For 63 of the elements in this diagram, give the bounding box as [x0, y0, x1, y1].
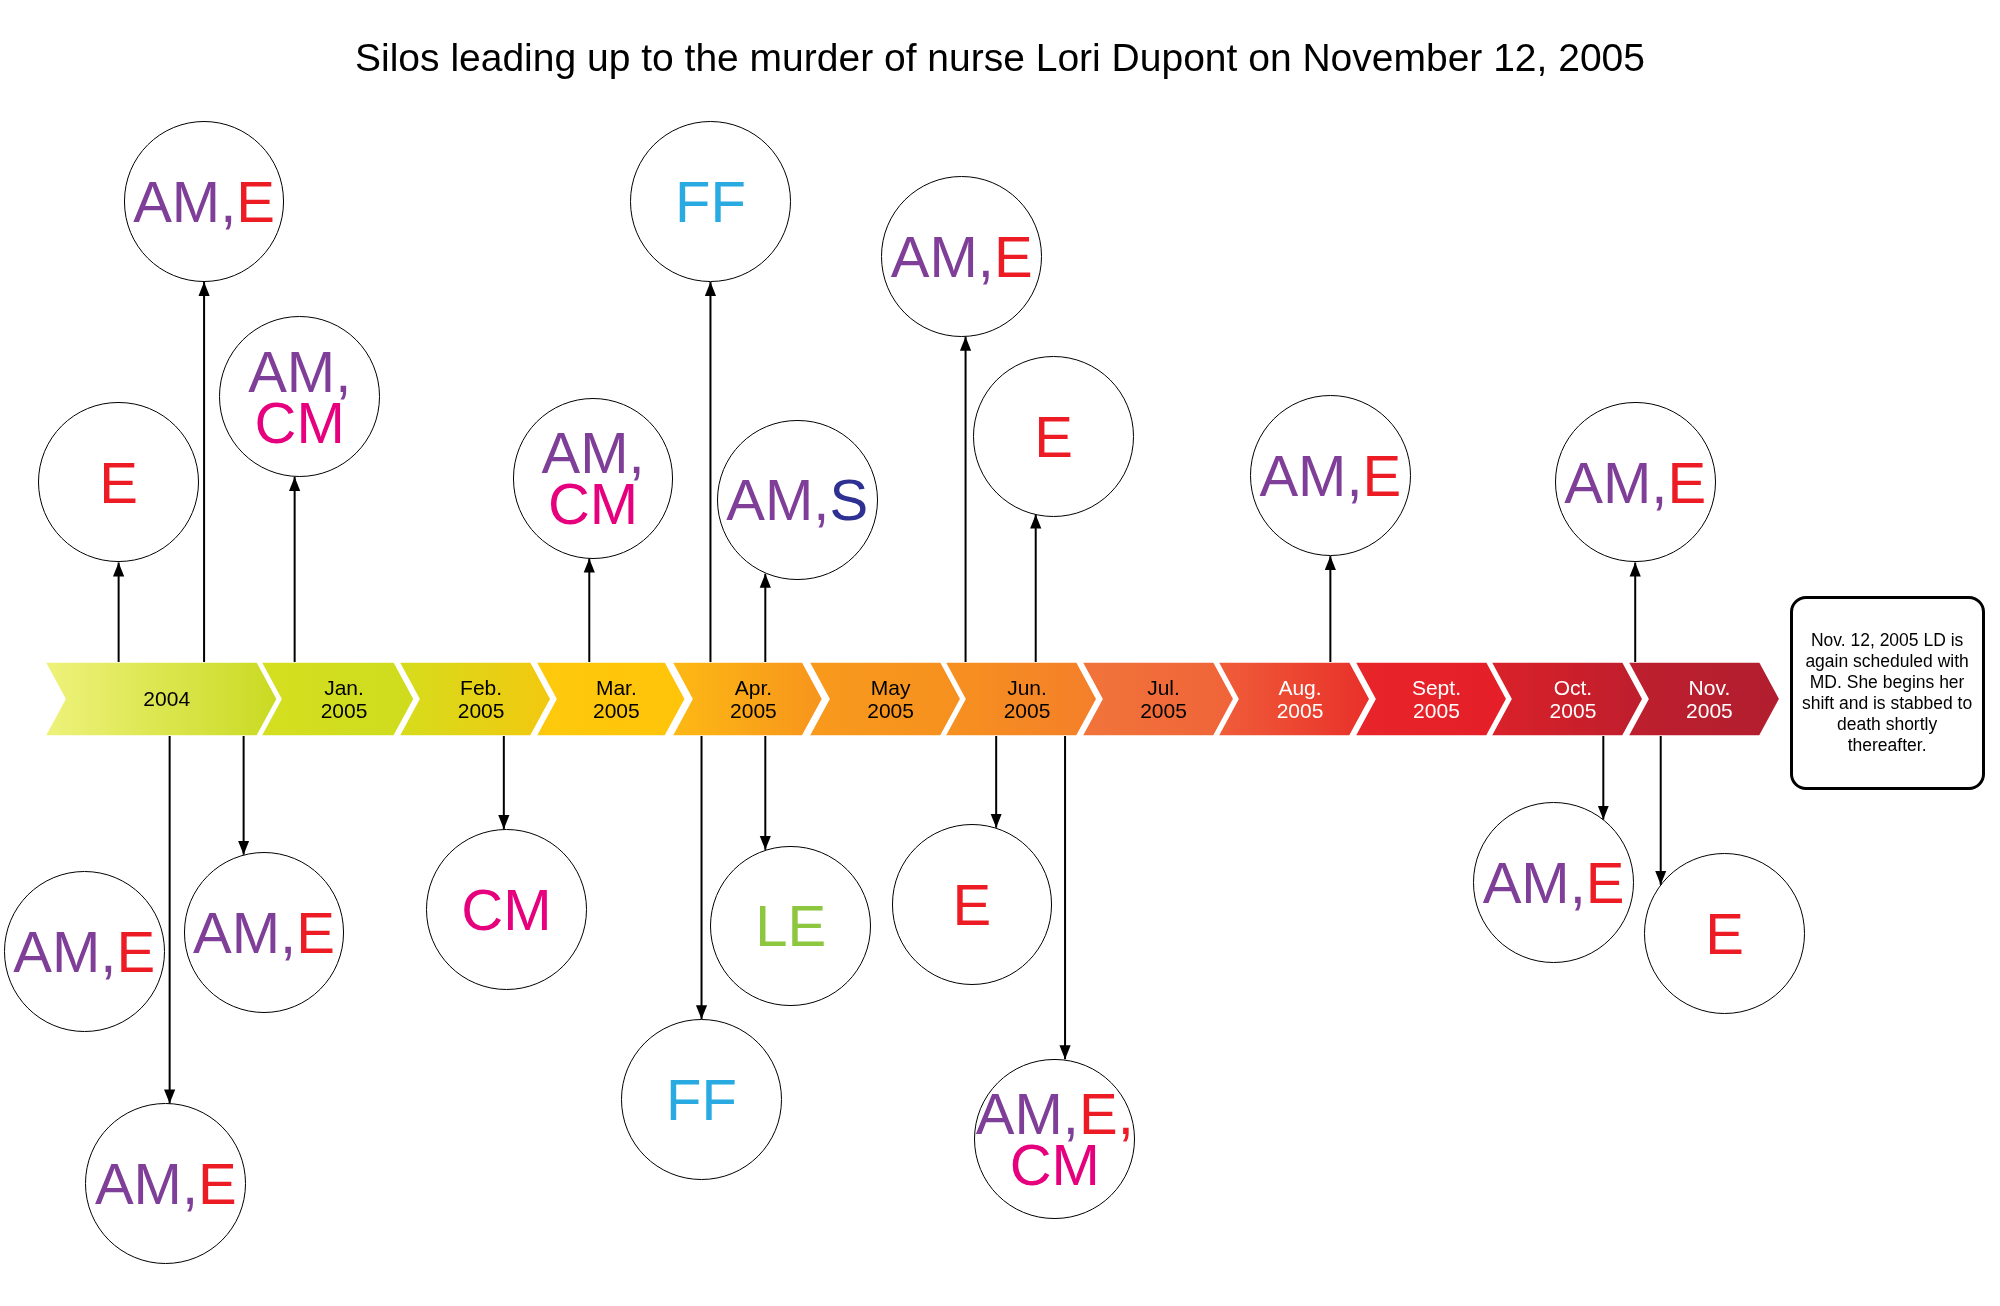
month-label: Jan. 2005	[319, 675, 368, 723]
note-text: Nov. 12, 2005 LD is again scheduled with MD. She begins her shift and is stabbed to death shortly thereafter.	[1800, 629, 1974, 756]
arrow	[164, 734, 176, 1105]
arrow	[1597, 734, 1609, 821]
month-label: 2004	[142, 687, 191, 711]
event-code: LE	[755, 900, 827, 952]
event-code: AM,E	[1482, 857, 1625, 909]
event-code: AM,E	[13, 926, 156, 978]
arrow	[198, 280, 210, 663]
arrow	[1030, 513, 1042, 663]
event-code: FF	[675, 176, 746, 228]
arrow	[498, 734, 510, 831]
timeline-segment	[945, 662, 1097, 736]
arrow	[1059, 734, 1071, 1061]
timeline-segment	[1354, 662, 1507, 736]
timeline-segment	[261, 662, 415, 736]
arrow	[704, 280, 717, 663]
note-box	[1789, 595, 1985, 790]
event-code: AM,E	[94, 1158, 237, 1210]
timeline-segment	[535, 662, 685, 736]
timeline-segment	[1491, 662, 1643, 736]
month-label: Mar. 2005	[591, 675, 640, 723]
timeline-segment	[44, 662, 277, 736]
month-label: Jul. 2005	[1139, 675, 1187, 723]
month-label: May 2005	[866, 675, 914, 723]
arrow	[759, 572, 771, 663]
event-code: E	[99, 456, 138, 508]
month-label: Apr. 2005	[729, 675, 777, 723]
month-label: Jun. 2005	[1002, 675, 1051, 723]
timeline-segment	[1218, 662, 1370, 736]
arrow	[1655, 734, 1667, 886]
arrow	[1629, 561, 1641, 663]
arrow	[113, 561, 125, 663]
event-code: E	[952, 878, 992, 930]
timeline-segment	[808, 662, 961, 736]
timeline-segment	[399, 662, 551, 736]
arrow	[695, 734, 708, 1021]
arrow	[583, 557, 595, 663]
month-label: Oct. 2005	[1548, 675, 1597, 723]
arrow	[759, 734, 771, 851]
title: Silos leading up to the murder of nurse Lori Dupont on November 12, 2005	[355, 36, 1645, 80]
timeline-segment	[672, 662, 823, 736]
month-label: Nov. 2005	[1685, 675, 1733, 723]
arrow	[289, 475, 301, 663]
event-code: AM,E, CM	[975, 1088, 1134, 1191]
event-code: AM, CM	[541, 427, 645, 530]
month-label: Feb. 2005	[456, 675, 505, 723]
timeline-segment	[1081, 662, 1234, 736]
arrow	[1324, 555, 1336, 663]
arrow	[990, 734, 1002, 829]
arrow	[959, 335, 972, 663]
event-code: AM, CM	[248, 345, 352, 448]
timeline-segment	[1627, 662, 1780, 736]
event-code: E	[1034, 410, 1073, 462]
arrow	[238, 734, 250, 856]
event-code: AM,E	[1259, 450, 1402, 502]
event-code: FF	[666, 1073, 737, 1125]
event-code: AM,S	[726, 474, 869, 526]
month-label: Aug. 2005	[1275, 675, 1324, 723]
event-code: CM	[461, 883, 552, 935]
month-label: Sept. 2005	[1410, 675, 1461, 723]
event-code: AM,E	[133, 176, 275, 228]
event-code: E	[1705, 908, 1744, 960]
